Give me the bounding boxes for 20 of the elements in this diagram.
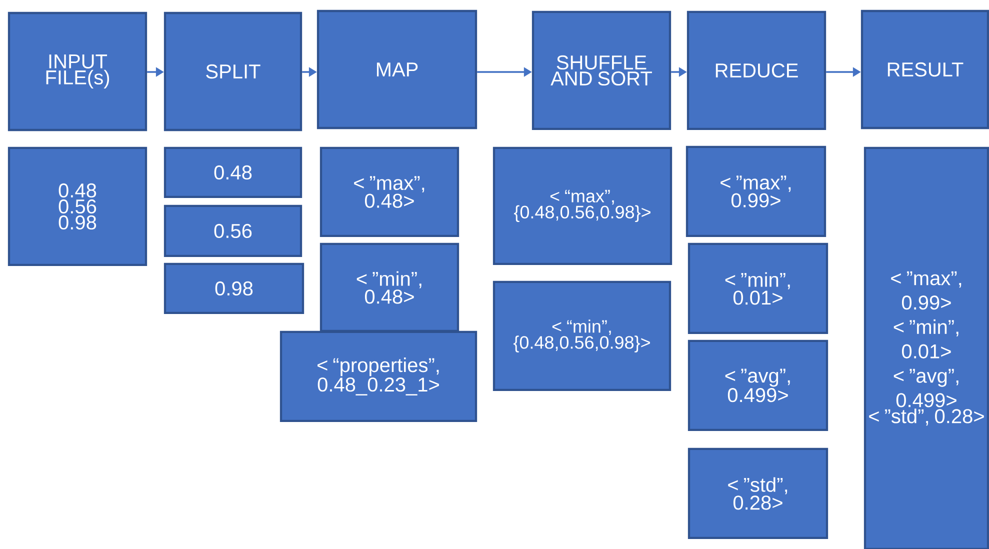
data-box: 0.48 0.56 0.98	[8, 146, 148, 266]
data-box: < ”std”, 0.28>	[688, 448, 828, 540]
data-box: 0.98	[164, 262, 304, 314]
data-box: < ”max”, 0.99>	[686, 146, 826, 238]
stage-box: RESULT	[860, 10, 989, 130]
data-box: < “properties”, 0.48_0.23_1>	[280, 330, 478, 422]
data-box: < ”avg”, 0.499>	[688, 340, 828, 432]
data-box: < ”min”, 0.48>	[320, 242, 460, 332]
stage-box: REDUCE	[686, 10, 826, 130]
stage-box: SHUFFLE AND SORT	[532, 10, 672, 130]
result-box: < ”max”, 0.99> < ”min”, 0.01> < ”avg”, 0.499> < ”std”, 0.28>	[864, 146, 989, 549]
stage-box: SPLIT	[164, 12, 302, 132]
data-box: < ”min”, 0.01>	[688, 242, 828, 334]
data-box: < ”max”, 0.48>	[320, 146, 460, 238]
data-box: 0.48	[164, 146, 302, 198]
data-box: < “max”, {0.48,0.56,0.98}>	[492, 146, 672, 266]
data-box: < “min”, {0.48,0.56,0.98}>	[492, 280, 672, 392]
stage-box: MAP	[316, 10, 478, 130]
data-box: 0.56	[164, 204, 302, 258]
stage-box: INPUT FILE(s)	[8, 12, 148, 132]
